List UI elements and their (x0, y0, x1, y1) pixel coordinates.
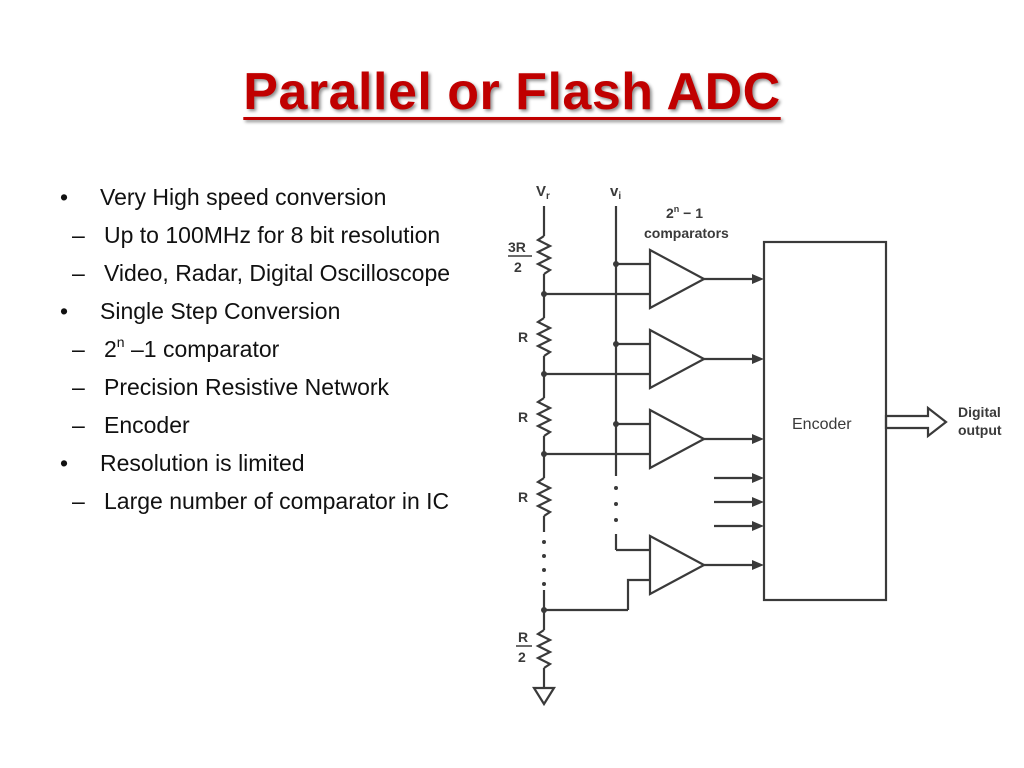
comparator-count-rest: − 1 (679, 205, 703, 221)
bullet-item: • Very High speed conversion (58, 182, 498, 212)
vi-label-sub: i (618, 191, 621, 202)
comparator-2 (648, 328, 707, 390)
ellipsis-dot (614, 486, 618, 490)
flash-adc-diagram: Vr vi 2n − 1 comparators 3R 2 R R R R 2 … (508, 183, 1002, 707)
comparator-n (648, 534, 707, 596)
power-base: 2 (104, 336, 117, 362)
resistor-r2-label-num: R (518, 629, 528, 645)
sub-bullet-item: – Encoder (58, 410, 498, 440)
sub-bullet-item: – Video, Radar, Digital Oscilloscope (58, 258, 498, 288)
encoder-label: Encoder (792, 416, 852, 433)
comparator-count: 2n − 1 (666, 204, 703, 221)
junction-dot (613, 341, 619, 347)
dash-icon: – (72, 412, 85, 438)
vr-label-sub: r (546, 191, 550, 202)
comparators-label: comparators (644, 225, 729, 241)
slide-title: Parallel or Flash ADC (243, 63, 781, 121)
comparator-3 (648, 408, 707, 470)
sub-bullet-item: – Up to 100MHz for 8 bit resolution (58, 220, 498, 250)
dash-icon: – (72, 222, 85, 248)
junction-dot (541, 291, 547, 297)
comparator-count-exp: n (674, 204, 680, 214)
dash-icon: – (72, 260, 85, 286)
vr-label: Vr (536, 183, 550, 202)
dash-icon: – (72, 488, 85, 514)
resistor-r-label: R (518, 409, 528, 425)
dash-icon: – (72, 374, 85, 400)
junction-dot (541, 607, 547, 613)
vi-label-main: v (610, 183, 619, 200)
bullet-list: • Very High speed conversion – Up to 100… (58, 182, 498, 524)
sub-bullet-text: Encoder (104, 412, 190, 438)
junction-dot (613, 421, 619, 427)
bullet-text: Very High speed conversion (100, 184, 387, 210)
sub-bullet-item: – Precision Resistive Network (58, 372, 498, 402)
ellipsis-dot (542, 554, 546, 558)
resistor-r2-label-den: 2 (518, 649, 526, 665)
ellipsis-dot (542, 568, 546, 572)
sub-bullet-text: Video, Radar, Digital Oscilloscope (104, 260, 451, 286)
arrowhead (752, 521, 764, 531)
junction-dot (613, 261, 619, 267)
digital-output-label-1: Digital (958, 404, 1001, 420)
sub-bullet-text: Large number of comparator in IC (104, 488, 450, 514)
output-arrow (884, 405, 948, 439)
bullet-icon: • (60, 450, 69, 476)
ground-symbol (532, 686, 556, 707)
comparator-1 (648, 248, 707, 310)
comparator-count-base: 2 (666, 205, 674, 221)
power-rest: –1 comparator (124, 336, 280, 362)
resistor-3r-2 (535, 235, 553, 275)
sub-bullet-item: – 2n –1 comparator (58, 334, 498, 364)
resistor-r-2 (535, 397, 553, 437)
bullet-icon: • (60, 298, 69, 324)
bullet-text: Single Step Conversion (100, 298, 341, 324)
sub-bullet-text: Precision Resistive Network (104, 374, 390, 400)
bullet-text: Resolution is limited (100, 450, 305, 476)
sub-bullet-text: 2n –1 comparator (104, 334, 280, 362)
junction-dot (541, 371, 547, 377)
power-exponent: n (116, 334, 125, 351)
resistor-r-1 (535, 317, 553, 357)
sub-bullet-text: Up to 100MHz for 8 bit resolution (104, 222, 441, 248)
arrowhead (752, 560, 764, 570)
arrowhead (752, 354, 764, 364)
resistor-3r-label-den: 2 (514, 259, 522, 275)
bullet-icon: • (60, 184, 69, 210)
resistor-3r-label-num: 3R (508, 239, 526, 255)
dash-icon: – (72, 336, 85, 362)
ladder-tap (626, 578, 650, 610)
resistor-r-3 (535, 477, 553, 517)
digital-output-label-2: output (958, 422, 1002, 438)
bullet-item: • Resolution is limited (58, 448, 498, 478)
resistor-r-label: R (518, 489, 528, 505)
arrowhead (752, 434, 764, 444)
arrowhead (752, 274, 764, 284)
arrowhead (752, 497, 764, 507)
bullet-item: • Single Step Conversion (58, 296, 498, 326)
vr-label-main: V (536, 183, 546, 200)
ellipsis-dot (542, 582, 546, 586)
sub-bullet-item: – Large number of comparator in IC (58, 486, 498, 516)
junction-dot (541, 451, 547, 457)
ellipsis-dot (614, 518, 618, 522)
resistor-r-label: R (518, 329, 528, 345)
ellipsis-dot (614, 502, 618, 506)
vi-label: vi (610, 183, 621, 202)
arrowhead (752, 473, 764, 483)
ellipsis-dot (542, 540, 546, 544)
resistor-r-2-bottom (535, 629, 553, 669)
